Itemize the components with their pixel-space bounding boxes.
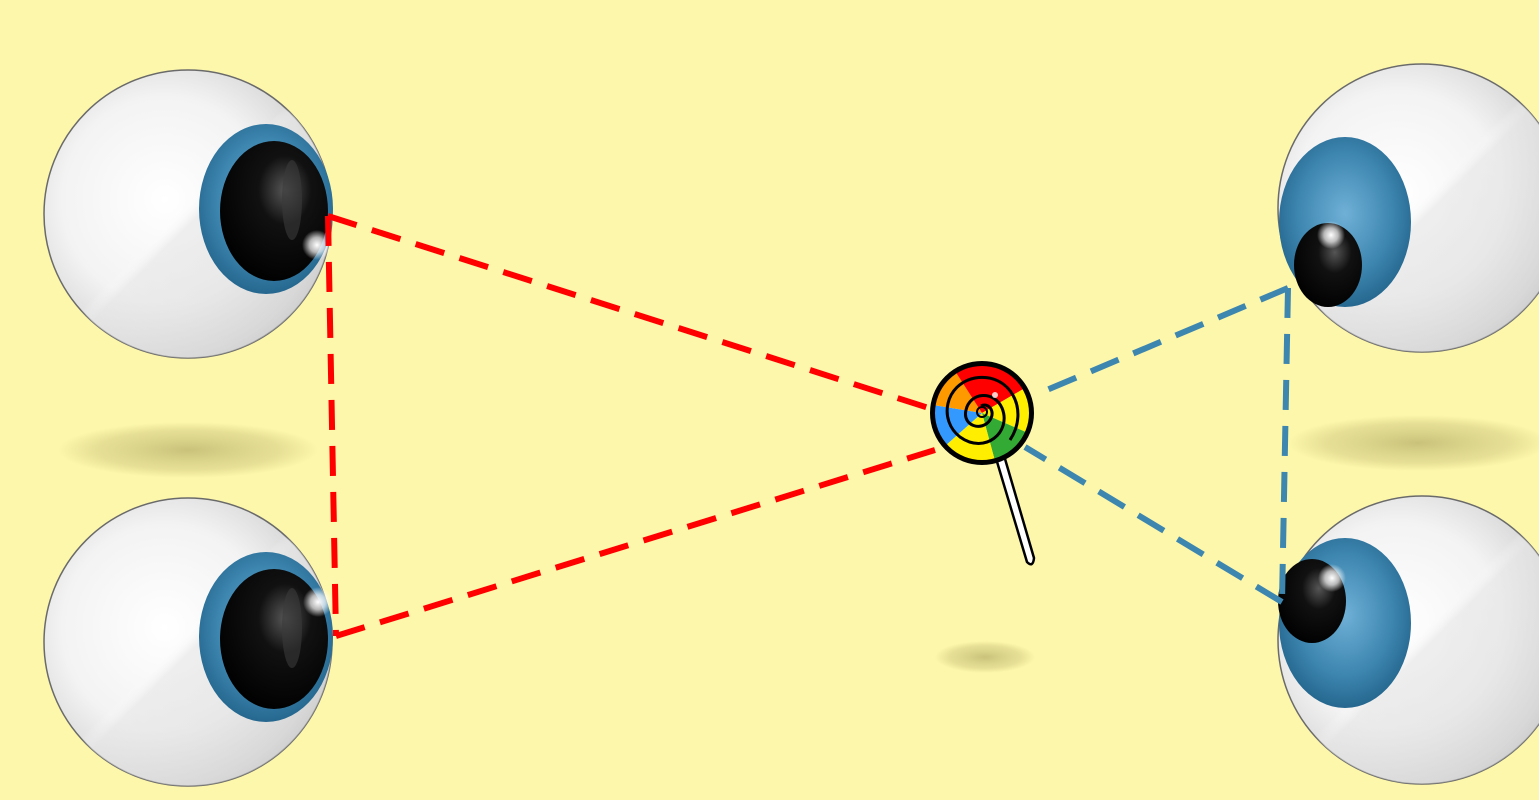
eye-glint <box>1318 564 1346 592</box>
eye-glint <box>1317 221 1345 249</box>
shadow-lollipop <box>935 641 1035 673</box>
eye-top-left <box>44 70 333 358</box>
shadow-right <box>1288 415 1539 471</box>
shadow-left <box>58 422 318 478</box>
eye-bottom-left <box>44 498 333 786</box>
eye-glint <box>303 587 333 617</box>
pupil <box>220 141 328 281</box>
